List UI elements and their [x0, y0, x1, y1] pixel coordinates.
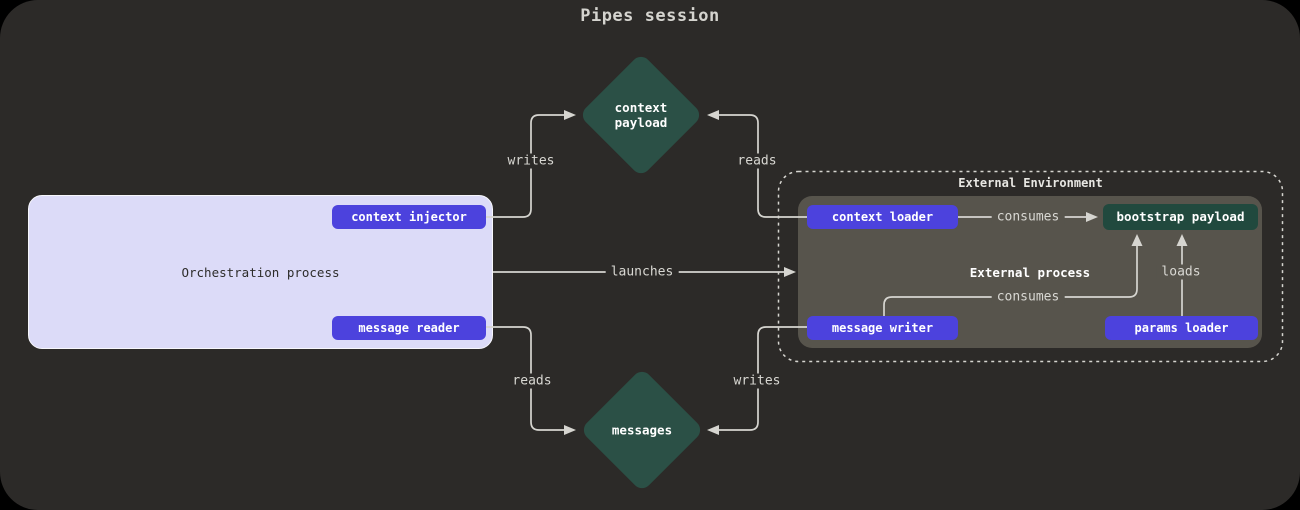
orchestration-process-label: Orchestration process — [181, 265, 340, 280]
bootstrap-payload-node: bootstrap payload — [1103, 204, 1258, 230]
edge-label-writes-bottom: writes — [728, 373, 786, 389]
arrowhead-reads-top — [707, 110, 719, 120]
arrowhead-writes-top — [564, 110, 576, 120]
context-loader-node: context loader — [807, 205, 958, 229]
edge-label-loads: loads — [1156, 264, 1206, 280]
arrowhead-writes-bottom — [707, 425, 719, 435]
edge-label-writes-top: writes — [502, 153, 560, 169]
message-reader-node: message reader — [332, 316, 486, 340]
external-environment-label: External Environment — [958, 176, 1103, 190]
message-writer-node: message writer — [807, 316, 958, 340]
arrowhead-reads-bottom — [564, 425, 576, 435]
context-injector-node: context injector — [332, 205, 486, 229]
params-loader-node: params loader — [1105, 316, 1258, 340]
arrowhead-launches — [784, 267, 796, 277]
edge-label-reads-top: reads — [732, 153, 782, 169]
edge-label-reads-bottom: reads — [507, 373, 557, 389]
context-payload-label: context payload — [614, 100, 668, 130]
diagram-title: Pipes session — [580, 6, 720, 26]
edge-label-consumes-bottom: consumes — [991, 289, 1065, 305]
edge-label-launches: launches — [605, 264, 679, 280]
edge-label-consumes-top: consumes — [991, 209, 1065, 225]
messages-label: messages — [611, 422, 673, 438]
